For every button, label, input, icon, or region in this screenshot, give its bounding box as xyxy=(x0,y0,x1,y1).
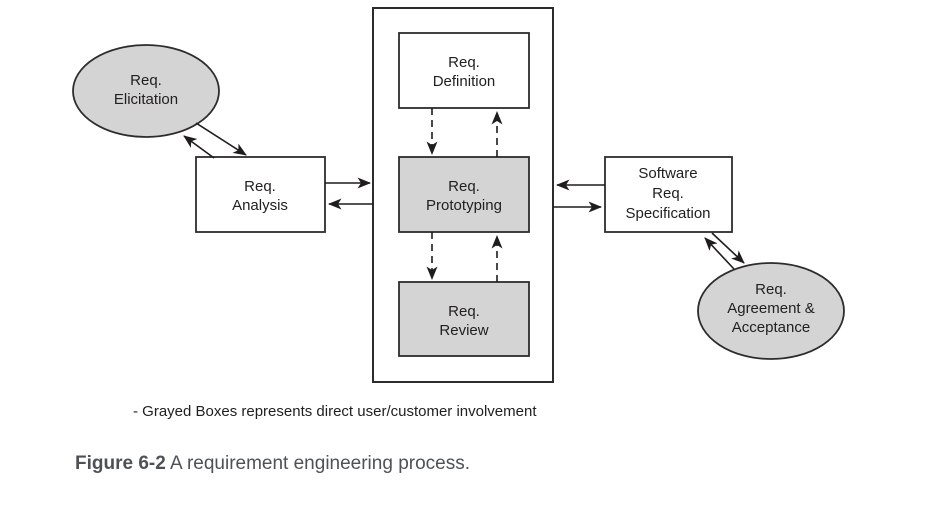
figure-caption-text: A requirement engineering process. xyxy=(170,453,471,474)
node-req-elicitation-label-line2: Elicitation xyxy=(114,91,178,108)
node-req-analysis-label-line2: Analysis xyxy=(232,197,288,214)
node-req-agreement-acceptance-label-line2: Agreement & xyxy=(727,300,815,317)
node-req-review-label-line1: Req. xyxy=(448,303,480,320)
node-software-req-specification-label-line2: Req. xyxy=(652,185,684,202)
edge-elicitation-to-analysis xyxy=(195,122,247,156)
node-req-review xyxy=(398,281,530,357)
iteration-boundary-box xyxy=(372,7,554,383)
edge-specification-to-agreement xyxy=(711,232,745,264)
node-req-elicitation xyxy=(72,44,220,138)
node-req-analysis-label-line1: Req. xyxy=(244,178,276,195)
node-req-definition xyxy=(398,32,530,109)
figure-caption-label: Figure 6-2 xyxy=(75,453,166,474)
edge-analysis-to-elicitation xyxy=(183,135,215,159)
node-req-agreement-acceptance-label-line3: Acceptance xyxy=(732,319,810,336)
node-software-req-specification-label-line3: Specification xyxy=(625,205,710,222)
node-req-definition-label-line2: Definition xyxy=(433,73,496,90)
node-req-agreement-acceptance xyxy=(697,262,845,360)
node-req-review-label-line2: Review xyxy=(439,322,488,339)
legend-note: - Grayed Boxes represents direct user/cu… xyxy=(133,403,537,420)
node-req-definition-label-line1: Req. xyxy=(448,54,480,71)
edge-agreement-to-specification xyxy=(704,237,735,270)
node-req-prototyping-label-line2: Prototyping xyxy=(426,197,502,214)
node-req-prototyping xyxy=(398,156,530,233)
node-req-analysis xyxy=(195,156,326,233)
node-req-elicitation-label-line1: Req. xyxy=(130,72,162,89)
figure-caption: Figure 6-2 A requirement engineering pro… xyxy=(75,453,470,475)
node-software-req-specification xyxy=(604,156,733,233)
node-req-agreement-acceptance-label-line1: Req. xyxy=(755,281,787,298)
node-req-prototyping-label-line1: Req. xyxy=(448,178,480,195)
node-software-req-specification-label-line1: Software xyxy=(638,165,697,182)
